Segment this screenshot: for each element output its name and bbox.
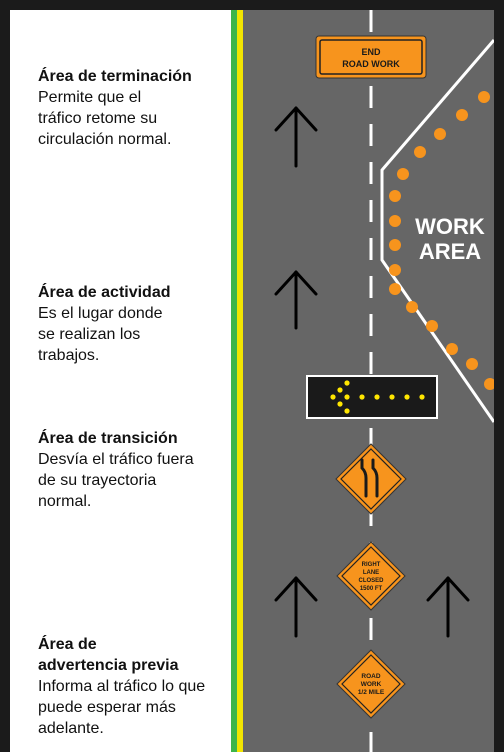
- cone: [406, 301, 418, 313]
- lane-shift-icon: [360, 458, 379, 498]
- zone-advance-warning-description: Informa al tráfico lo que puede esperar …: [38, 678, 206, 737]
- cone: [478, 91, 490, 103]
- zone-transition-title: Área de transición: [38, 430, 178, 447]
- zone-transition-description: Desvía el tráfico fuera de su trayectori…: [38, 451, 194, 510]
- end-road-work-line2: ROAD WORK: [342, 59, 400, 69]
- right-lane-closed-line1: RIGHT: [362, 562, 381, 568]
- cone: [484, 378, 496, 390]
- cone: [397, 168, 409, 180]
- yellow-edge-line: [237, 10, 243, 752]
- cone: [466, 358, 478, 370]
- cone: [414, 146, 426, 158]
- work-area-outline: [380, 39, 496, 423]
- road-work-half-mile-line2: WORK: [361, 681, 382, 688]
- right-lane-closed-sign: RIGHT LANE CLOSED 1500 FT: [336, 541, 406, 611]
- right-lane-closed-line3: CLOSED: [358, 578, 384, 584]
- end-road-work-sign: END ROAD WORK: [315, 35, 427, 79]
- cone: [389, 215, 401, 227]
- cone: [389, 283, 401, 295]
- zone-transition: Área de transición Desvía el tráfico fue…: [38, 428, 228, 512]
- cone: [426, 320, 438, 332]
- green-shoulder-line: [231, 10, 237, 752]
- road-work-half-mile-sign: ROAD WORK 1/2 MILE: [336, 649, 406, 719]
- work-area-label-line1: WORK: [415, 214, 485, 239]
- up-arrow-icon: [274, 106, 318, 168]
- end-road-work-line1: END: [361, 47, 381, 57]
- zone-advance-warning: Área de advertencia previa Informa al tr…: [38, 634, 228, 739]
- cone: [389, 264, 401, 276]
- cone-row: [389, 91, 496, 390]
- cone: [389, 239, 401, 251]
- zone-activity-description: Es el lugar donde se realizan los trabaj…: [38, 305, 163, 364]
- arrow-board-left-icon: [306, 375, 438, 419]
- right-lane-closed-line2: LANE: [363, 570, 379, 576]
- cone: [456, 109, 468, 121]
- work-area-label-line2: AREA: [419, 239, 481, 264]
- zone-termination-title: Área de terminación: [38, 68, 192, 85]
- up-arrow-icon: [426, 576, 470, 638]
- zone-termination-description: Permite que el tráfico retome su circula…: [38, 89, 172, 148]
- cone: [446, 343, 458, 355]
- lane-shift-sign: [335, 443, 407, 515]
- up-arrow-icon: [274, 576, 318, 638]
- right-lane-closed-line4: 1500 FT: [360, 586, 383, 592]
- zone-activity: Área de actividad Es el lugar donde se r…: [38, 282, 228, 366]
- cone: [389, 190, 401, 202]
- zone-termination: Área de terminación Permite que el tráfi…: [38, 66, 228, 150]
- cone: [434, 128, 446, 140]
- zone-advance-warning-title: Área de advertencia previa: [38, 636, 179, 674]
- road-work-half-mile-line1: ROAD: [361, 673, 380, 680]
- up-arrow-icon: [274, 270, 318, 330]
- zone-activity-title: Área de actividad: [38, 284, 171, 301]
- road-work-half-mile-line3: 1/2 MILE: [358, 689, 385, 696]
